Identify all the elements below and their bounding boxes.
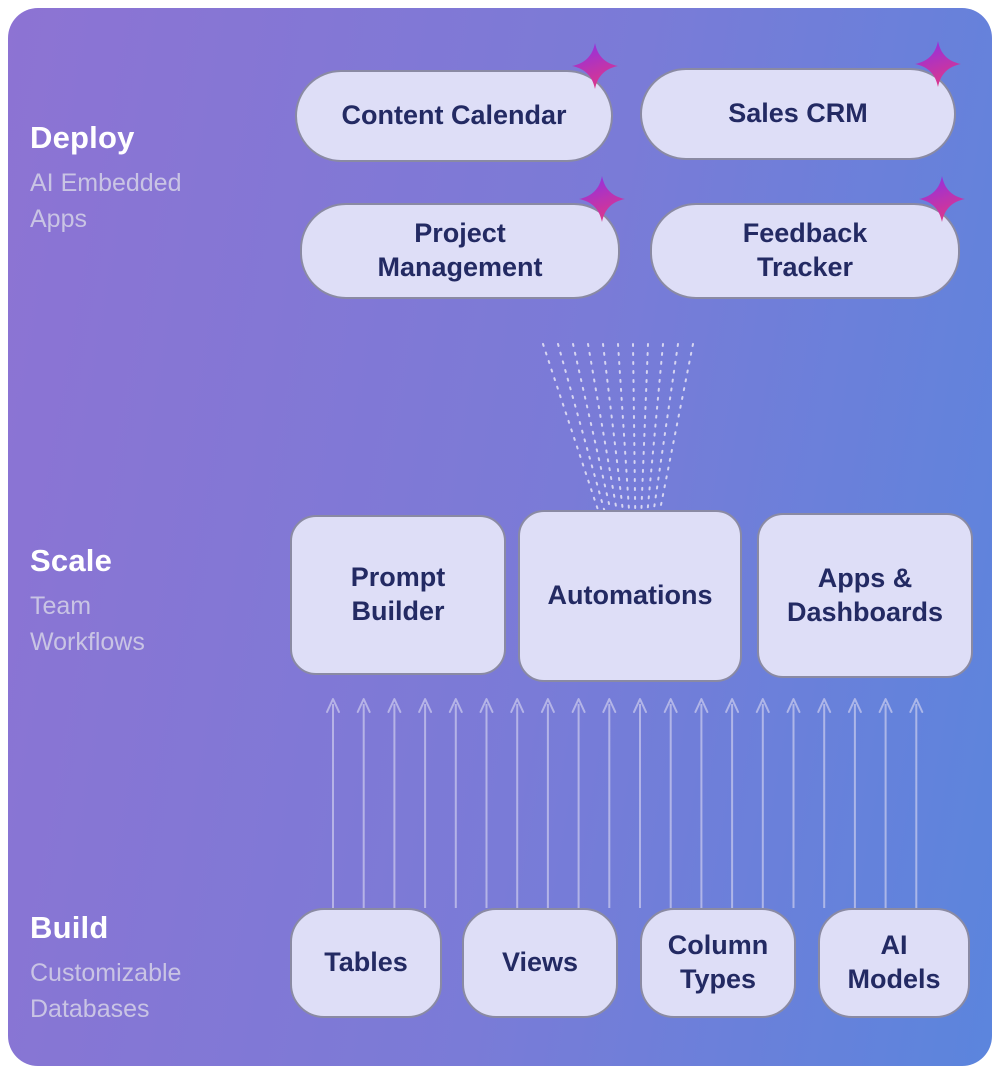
scale-section-label: Scale Team Workflows bbox=[30, 543, 270, 660]
card-content-calendar: Content Calendar bbox=[295, 43, 618, 162]
scale-subheading: Team Workflows bbox=[30, 592, 145, 656]
card-label: Feedback Tracker bbox=[742, 218, 868, 282]
diagram-panel: Deploy AI Embedded Apps Content Calendar… bbox=[8, 8, 992, 1066]
sparkle-icon bbox=[918, 175, 966, 223]
dashed-funnel-connector bbox=[542, 343, 694, 511]
card-label: Column Types bbox=[667, 930, 769, 994]
card-tables: Tables bbox=[290, 908, 442, 1018]
card-ai-models: AI Models bbox=[818, 908, 970, 1018]
card-views: Views bbox=[462, 908, 618, 1018]
deploy-subheading: AI Embedded Apps bbox=[30, 169, 182, 233]
card-feedback-tracker: Feedback Tracker bbox=[650, 176, 965, 299]
upward-arrows-connector bbox=[326, 698, 924, 908]
card-label: Tables bbox=[324, 947, 408, 978]
card-label: Automations bbox=[547, 580, 713, 611]
card-label: Prompt Builder bbox=[350, 562, 446, 626]
build-section-label: Build Customizable Databases bbox=[30, 910, 270, 1027]
card-project-management: Project Management bbox=[300, 176, 625, 299]
card-apps-dashboards: Apps & Dashboards bbox=[757, 513, 973, 678]
build-subheading: Customizable Databases bbox=[30, 959, 182, 1023]
card-label: Apps & Dashboards bbox=[786, 562, 944, 627]
card-label: Project Management bbox=[377, 218, 543, 282]
deploy-section-label: Deploy AI Embedded Apps bbox=[30, 120, 270, 237]
card-prompt-builder: Prompt Builder bbox=[290, 515, 506, 675]
card-label: Sales CRM bbox=[728, 98, 868, 129]
card-label: Content Calendar bbox=[341, 100, 567, 131]
scale-heading: Scale bbox=[30, 543, 113, 578]
card-label: Views bbox=[501, 947, 579, 978]
card-automations: Automations bbox=[518, 510, 742, 682]
deploy-heading: Deploy bbox=[30, 120, 135, 155]
sparkle-icon bbox=[571, 42, 619, 90]
build-heading: Build bbox=[30, 910, 109, 945]
sparkle-icon bbox=[578, 175, 626, 223]
card-column-types: Column Types bbox=[640, 908, 796, 1018]
sparkle-icon bbox=[914, 40, 962, 88]
card-label: AI Models bbox=[847, 930, 941, 994]
card-sales-crm: Sales CRM bbox=[640, 41, 961, 160]
